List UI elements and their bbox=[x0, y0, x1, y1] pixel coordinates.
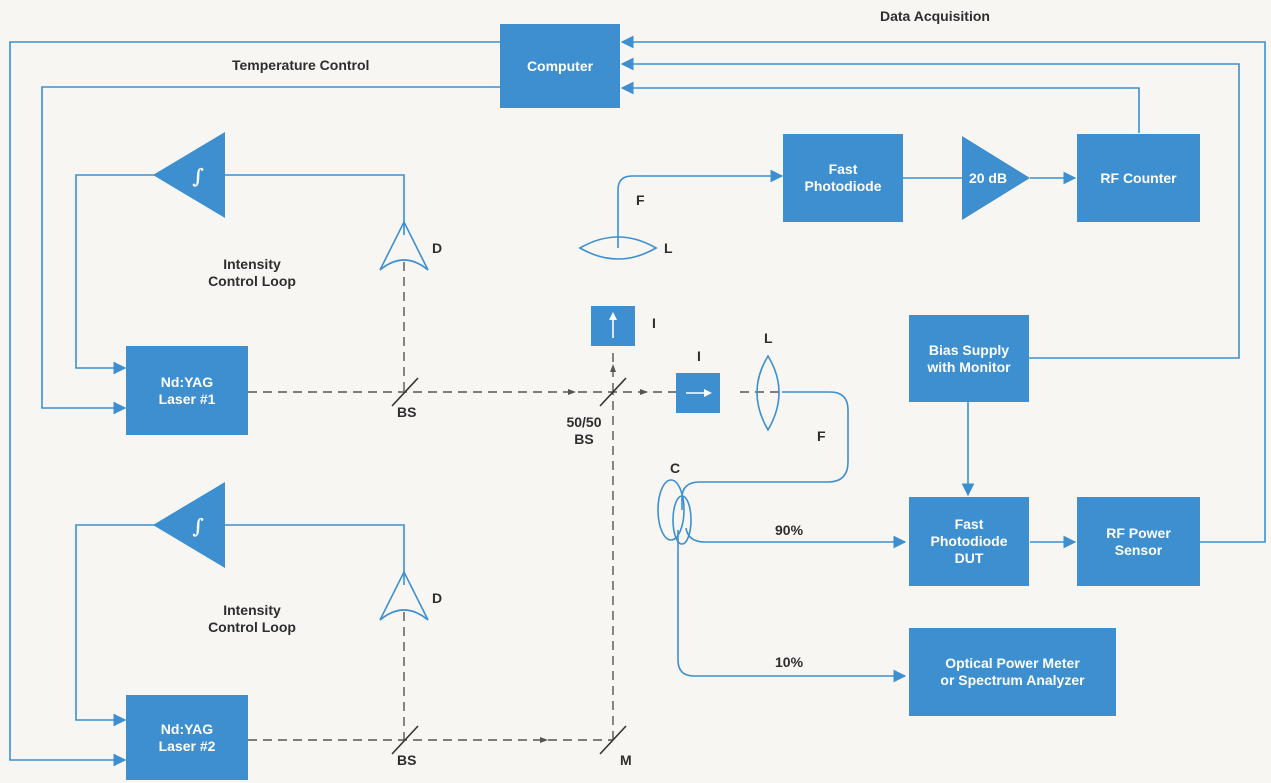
fiber-lower-label: F bbox=[817, 428, 826, 444]
fiber-upper-label: F bbox=[636, 192, 645, 208]
beamsplitter-2-label: BS bbox=[397, 752, 417, 768]
rf-counter-box: RF Counter bbox=[1077, 134, 1200, 222]
mirror-label: M bbox=[620, 752, 632, 768]
laser-2-box: Nd:YAG Laser #2 bbox=[126, 695, 248, 780]
intensity-loop-label-2: Intensity Control Loop bbox=[208, 602, 296, 635]
photodiode-dut-box: Fast Photodiode DUT bbox=[909, 497, 1029, 586]
split-90-label: 90% bbox=[775, 522, 804, 538]
line-detector2-to-integrator2 bbox=[225, 524, 405, 585]
line-integrator2-to-laser2 bbox=[75, 524, 155, 727]
beam-arrow-1 bbox=[568, 389, 576, 395]
beamsplitter-5050-label: 50/50 BS bbox=[566, 414, 602, 447]
temperature-control-label: Temperature Control bbox=[232, 57, 370, 73]
line-rfpower-to-computer bbox=[620, 35, 1266, 543]
detector-2 bbox=[379, 570, 429, 621]
fiber-10 bbox=[677, 530, 907, 683]
lens-lower-label: L bbox=[764, 330, 773, 346]
integrator-symbol-1: ∫ bbox=[192, 164, 204, 188]
fiber-lower bbox=[681, 391, 849, 510]
coupler-symbol bbox=[657, 479, 692, 545]
line-computer-to-laser2 bbox=[9, 41, 500, 767]
line-detector1-to-integrator1 bbox=[225, 174, 405, 235]
coupler-label: C bbox=[670, 460, 681, 476]
line-computer-to-laser1 bbox=[41, 86, 500, 415]
rf-power-sensor-box: RF Power Sensor bbox=[1077, 497, 1200, 586]
line-integrator1-to-laser1 bbox=[75, 174, 155, 375]
line-rfcounter-to-computer bbox=[620, 81, 1140, 133]
lens-lower bbox=[756, 354, 780, 432]
detector-1 bbox=[379, 220, 429, 271]
optical-power-meter-box: Optical Power Meter or Spectrum Analyzer bbox=[909, 628, 1116, 716]
beamsplitter-1-label: BS bbox=[397, 404, 417, 420]
intensity-loop-label-1: Intensity Control Loop bbox=[208, 256, 296, 289]
detector-1-label: D bbox=[432, 240, 443, 256]
beam-arrow-4 bbox=[610, 364, 616, 372]
bias-supply-box: Bias Supply with Monitor bbox=[909, 315, 1029, 402]
beamsplitter-2 bbox=[391, 725, 419, 755]
integrator-amp-2 bbox=[153, 482, 225, 568]
beamsplitter-5050 bbox=[599, 377, 627, 407]
isolator-upper-label: I bbox=[652, 315, 656, 331]
integrator-amp-1 bbox=[153, 132, 225, 218]
line-bias-to-computer bbox=[620, 57, 1240, 359]
isolator-lower-label: I bbox=[697, 348, 701, 364]
fast-photodiode-box: Fast Photodiode bbox=[783, 134, 903, 222]
rf-amplifier bbox=[962, 136, 1030, 220]
beamsplitter-1 bbox=[391, 377, 419, 407]
integrator-symbol-2: ∫ bbox=[192, 514, 204, 538]
computer-box: Computer bbox=[500, 24, 620, 108]
fiber-90 bbox=[685, 527, 907, 549]
lens-upper-label: L bbox=[664, 240, 673, 256]
detector-2-label: D bbox=[432, 590, 443, 606]
beam-arrow-2 bbox=[640, 389, 648, 395]
laser-1-box: Nd:YAG Laser #1 bbox=[126, 346, 248, 435]
split-10-label: 10% bbox=[775, 654, 804, 670]
beam-arrow-3 bbox=[540, 737, 548, 743]
mirror bbox=[599, 725, 627, 755]
data-acquisition-label: Data Acquisition bbox=[880, 8, 990, 24]
rf-amp-gain-label: 20 dB bbox=[969, 170, 1007, 186]
lens-upper bbox=[578, 236, 658, 260]
fiber-upper bbox=[617, 169, 784, 248]
